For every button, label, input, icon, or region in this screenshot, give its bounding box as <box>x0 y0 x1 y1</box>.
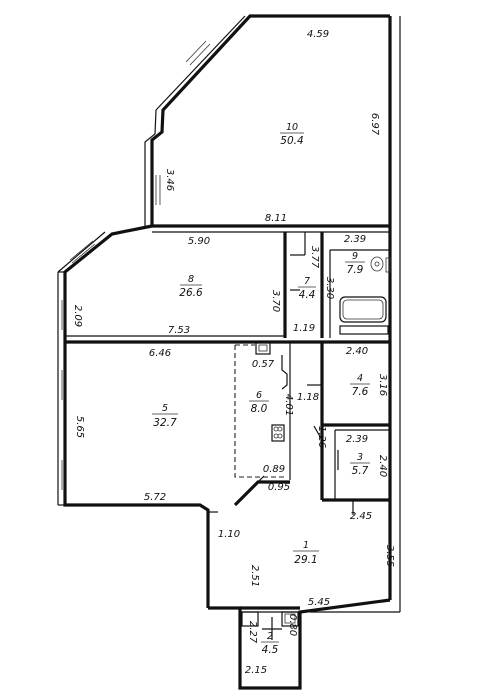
dim-3-30: 3.30 <box>324 277 335 299</box>
interior-walls <box>65 224 390 613</box>
dim-5-90: 5.90 <box>188 236 210 247</box>
room-5-area: 32.7 <box>153 417 177 429</box>
dim-7-53: 7.53 <box>168 325 190 336</box>
dim-2-09: 2.09 <box>72 305 83 327</box>
dim-3-55: 3.55 <box>384 545 395 567</box>
outer-walls <box>57 14 401 690</box>
room-10-number: 10 <box>286 122 298 133</box>
room-8-area: 26.6 <box>179 287 203 299</box>
dim-2-45: 2.45 <box>350 511 372 522</box>
dim-4-59: 4.59 <box>307 29 329 40</box>
dim-2-15: 2.15 <box>245 665 267 676</box>
dim-5-45: 5.45 <box>308 597 330 608</box>
room-6-number: 6 <box>256 390 262 401</box>
room-7-area: 4.4 <box>299 289 316 301</box>
room-9-number: 9 <box>352 251 358 262</box>
doors <box>208 254 354 640</box>
dim-1-18: 1.18 <box>297 392 319 403</box>
room-6-area: 8.0 <box>251 403 268 415</box>
room-2-number: 2 <box>267 631 273 642</box>
windows <box>61 40 211 490</box>
room-9-area: 7.9 <box>347 264 364 276</box>
dim-2-27: 2.27 <box>247 621 258 644</box>
dim-0-95: 0.95 <box>268 482 290 493</box>
dim-0-80: 0.80 <box>287 614 298 636</box>
dim-2-40a: 2.40 <box>346 346 368 357</box>
room-5-number: 5 <box>162 403 168 414</box>
dim-1-26: 1.26 <box>316 426 327 448</box>
dim-3-16: 3.16 <box>377 374 388 396</box>
dim-2-40b: 2.40 <box>377 455 388 477</box>
dim-0-57: 0.57 <box>252 359 275 370</box>
room-8-number: 8 <box>188 274 194 285</box>
dim-6-97: 6.97 <box>369 113 380 136</box>
dim-2-39b: 2.39 <box>346 434 368 445</box>
room-3-area: 5.7 <box>352 465 369 477</box>
dim-6-46: 6.46 <box>149 348 171 359</box>
bathroom-fixtures <box>241 256 391 627</box>
dim-5-72: 5.72 <box>144 492 166 503</box>
dim-5-65: 5.65 <box>74 416 85 438</box>
room-7-number: 7 <box>304 276 310 287</box>
room-1-number: 1 <box>303 540 309 551</box>
dim-2-39a: 2.39 <box>344 234 366 245</box>
dim-3-46: 3.46 <box>164 169 175 191</box>
dim-2-51: 2.51 <box>249 565 260 587</box>
room-3-number: 3 <box>357 452 363 463</box>
room-1-area: 29.1 <box>294 554 317 566</box>
room-4-area: 7.6 <box>352 386 369 398</box>
room-labels: 10 50.4 8 26.6 7 4.4 9 7.9 5 32.7 6 8.0 … <box>152 122 370 656</box>
dim-8-11: 8.11 <box>265 213 287 224</box>
dim-4-01: 4.01 <box>283 394 294 416</box>
dim-1-19: 1.19 <box>293 323 315 334</box>
kitchen-zone <box>234 341 288 478</box>
dim-1-10: 1.10 <box>218 529 240 540</box>
dim-3-77: 3.77 <box>309 246 320 269</box>
room-2-area: 4.5 <box>262 644 279 656</box>
dim-0-89: 0.89 <box>263 464 285 475</box>
room-4-number: 4 <box>357 373 363 384</box>
dim-3-70: 3.70 <box>270 290 281 312</box>
dimension-labels: 4.59 6.97 3.46 8.11 5.90 2.09 7.53 3.70 … <box>72 29 395 676</box>
room-10-area: 50.4 <box>280 135 303 147</box>
